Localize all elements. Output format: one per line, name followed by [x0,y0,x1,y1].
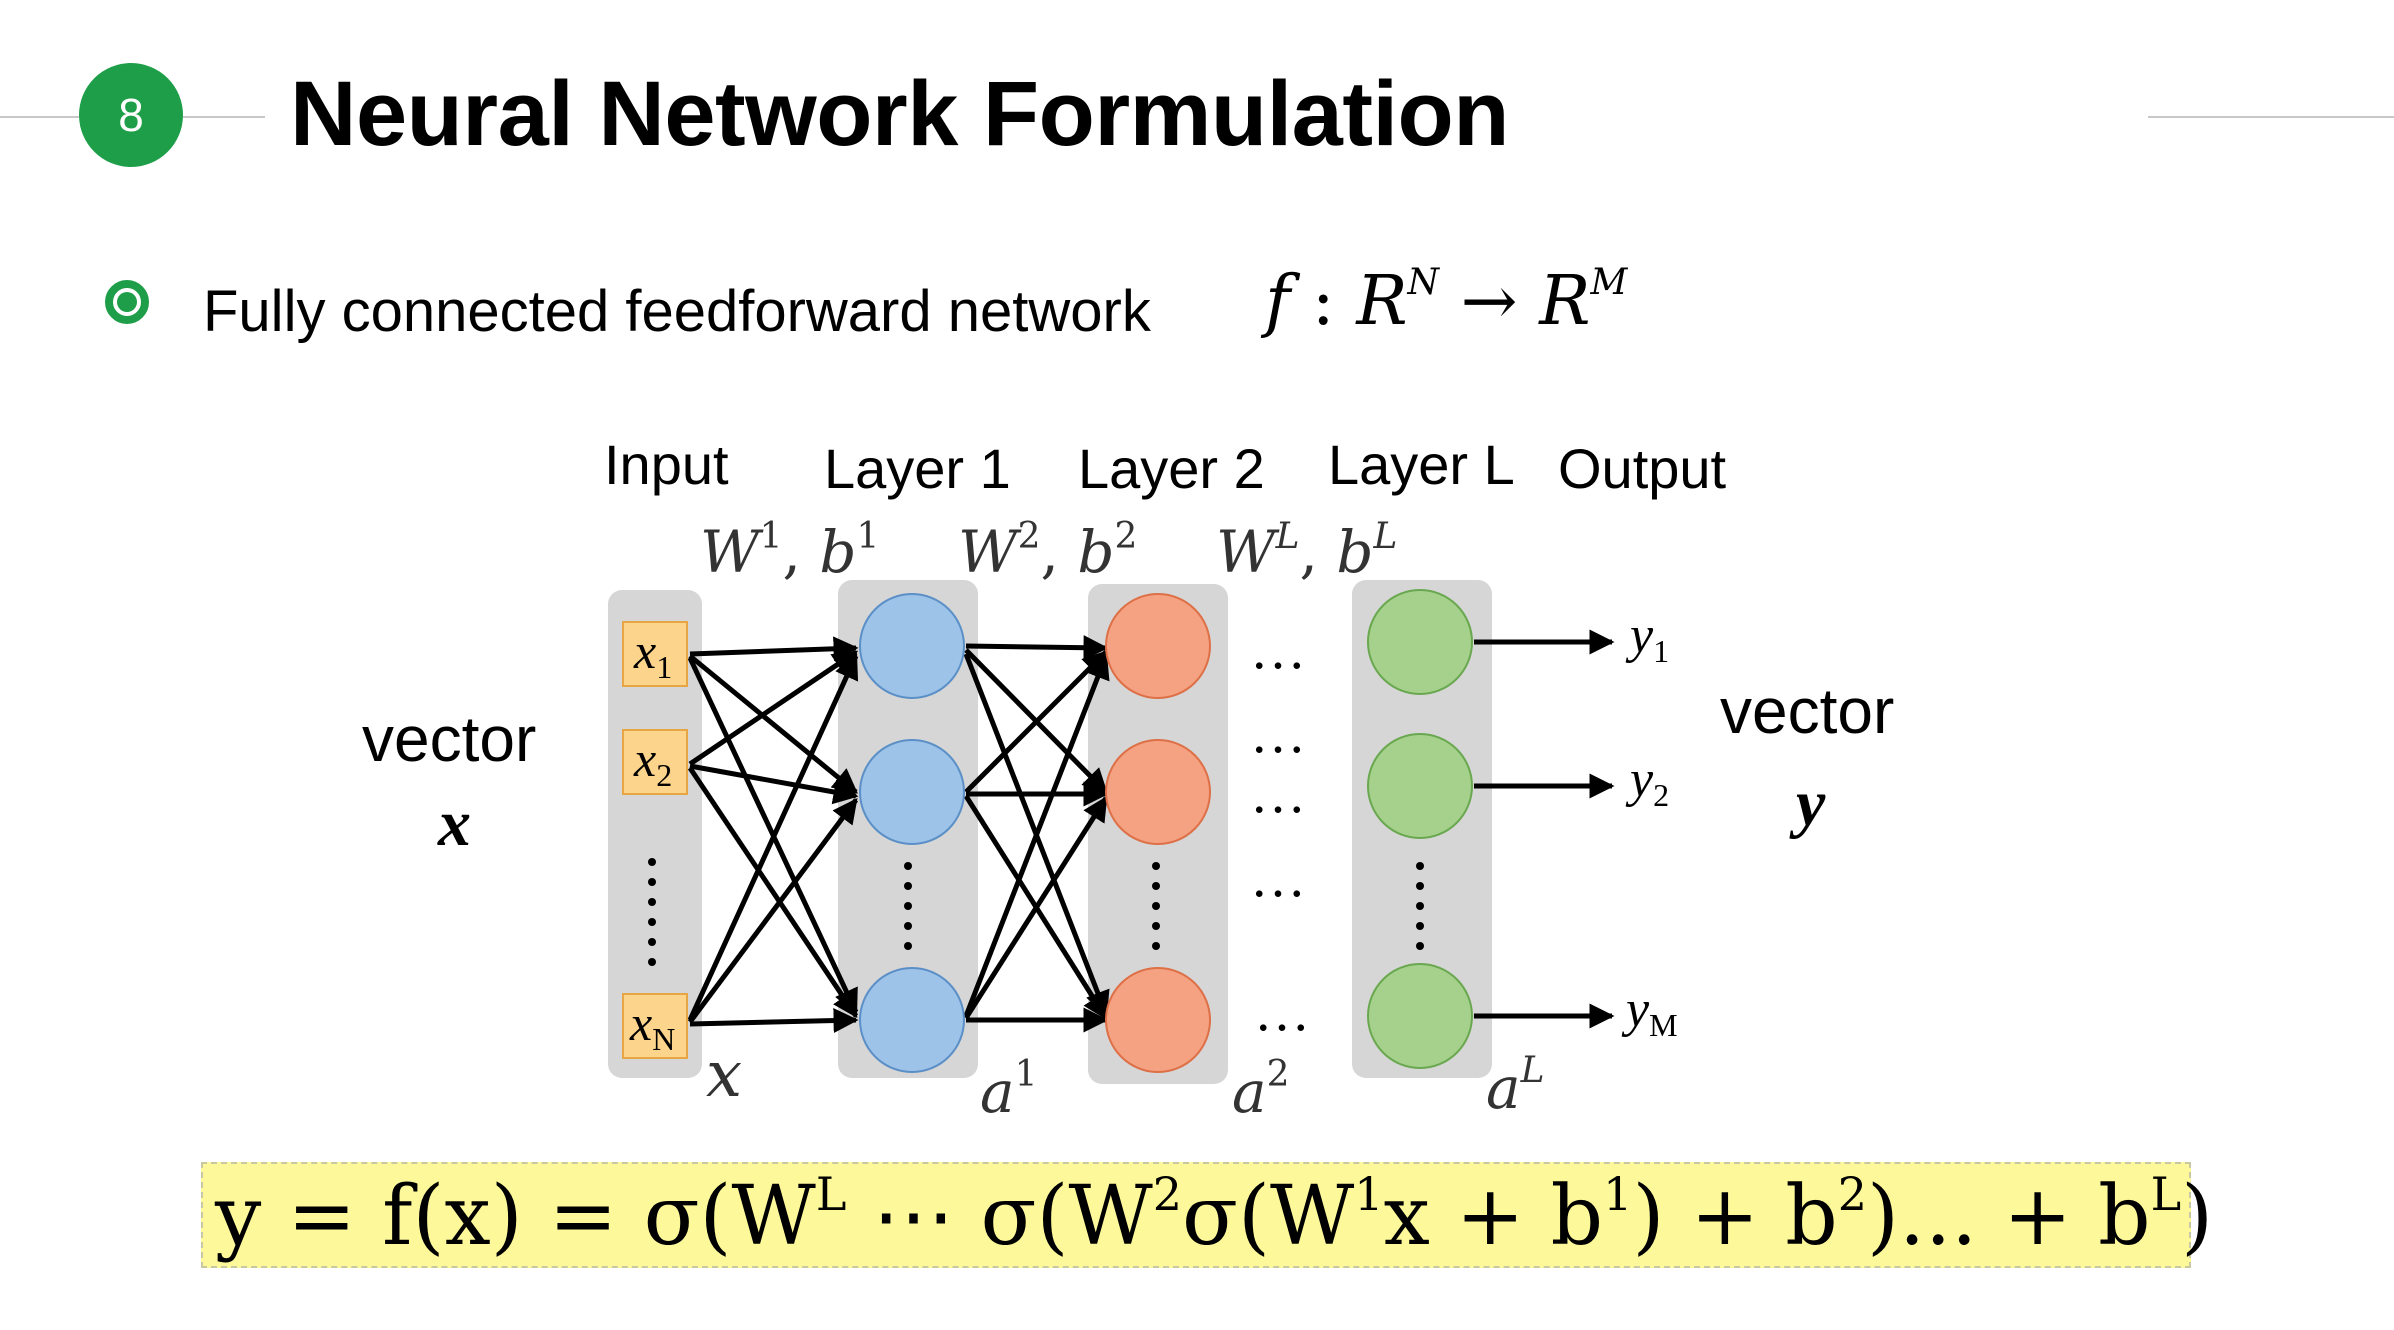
header-rule-left [0,116,79,118]
output-label-y1: y1 [1625,607,1669,669]
bullet-text: Fully connected feedforward network [203,279,1151,344]
activation-a2: a2 [1232,1054,1290,1126]
connections-layer1-layer2 [963,635,1110,1033]
horizontal-ellipsis: … [1250,703,1306,765]
formula-sup: L [815,1167,847,1221]
mapping-codomain: R [1539,262,1591,341]
layer2-node [1105,967,1211,1073]
activation-aL: aL [1486,1050,1545,1122]
layerL-node [1367,733,1473,839]
formula-part: σ(W [1182,1169,1355,1264]
layerL-node [1367,963,1473,1069]
connections-input-layer1 [687,636,859,1034]
left-vector-word: vector [362,703,537,775]
param-label-l: WL, bL [1216,516,1397,586]
header-rule-mid [183,116,265,118]
bullet-dot-icon [117,292,137,312]
formula-sup: 2 [1152,1167,1183,1221]
activation-a1: a1 [980,1054,1038,1126]
layer2-node [1105,593,1211,699]
formula-part: ⋯ σ(W [846,1169,1153,1264]
input-column [608,590,702,1078]
layer1-node [859,967,965,1073]
label-output: Output [1558,437,1727,500]
formula-part: ) + b [1632,1169,1838,1264]
mapping-colon: : [1311,262,1335,341]
bullet-ring-icon [105,280,149,324]
layer1-node [859,739,965,845]
output-label-ym: yM [1621,981,1678,1043]
formula-sup: 1 [1354,1167,1384,1221]
input-label-x2: x2 [633,731,672,793]
formula-part: x + b [1383,1169,1604,1264]
layerL-node [1367,589,1473,695]
network-formula: y = f(x) = σ(WL ⋯ σ(W2σ(W1x + b1) + b2).… [215,1164,2213,1270]
input-label-x1: x1 [633,623,672,685]
activation-x: x [706,1038,742,1112]
input-node [622,621,688,687]
formula-box: y = f(x) = σ(WL ⋯ σ(W2σ(W1x + b1) + b2).… [201,1162,2213,1268]
slide-number: 8 [118,89,144,141]
horizontal-ellipsis: … [1254,981,1310,1043]
input-node [622,729,688,795]
output-label-y2: y2 [1625,751,1669,813]
label-layer-2: Layer 2 [1078,437,1265,500]
slide-number-badge: 8 [79,63,183,167]
layer2-node [1105,739,1211,845]
right-vector-word: vector [1720,675,1895,747]
mapping-arrow: → [1460,262,1518,341]
param-label-2: W2, b2 [958,516,1137,586]
mapping-f: f [1265,262,1291,341]
input-label-xn: xN [629,995,675,1057]
formula-part: ) [2181,1169,2214,1264]
input-node [622,993,688,1059]
mapping-domain-dim: N [1407,262,1440,303]
output-arrows [1474,629,1615,1029]
formula-sup: 1 [1603,1167,1633,1221]
label-input: Input [604,433,729,496]
layer1-node [859,593,965,699]
header-rule-right [2148,116,2394,118]
formula-part: y = f(x) = σ(W [215,1169,816,1264]
horizontal-ellipsis: … [1250,847,1306,909]
horizontal-ellipsis: … [1250,619,1306,681]
label-layer-1: Layer 1 [824,437,1011,500]
formula-sup: L [2150,1167,2182,1221]
horizontal-ellipsis: … [1250,763,1306,825]
formula-part: )... + b [1867,1169,2151,1264]
mapping-codomain-dim: M [1590,262,1628,303]
slide-title: Neural Network Formulation [290,63,1509,165]
right-vector-var: y [1796,767,1826,840]
label-layer-l: Layer L [1328,433,1515,496]
function-mapping: f : RN → RM [1265,262,1627,341]
formula-sup: 2 [1837,1167,1868,1221]
vertical-ellipsis [648,858,1424,966]
left-vector-var: x [438,787,471,860]
param-label-1: W1, b1 [700,516,879,586]
mapping-domain: R [1356,262,1408,341]
